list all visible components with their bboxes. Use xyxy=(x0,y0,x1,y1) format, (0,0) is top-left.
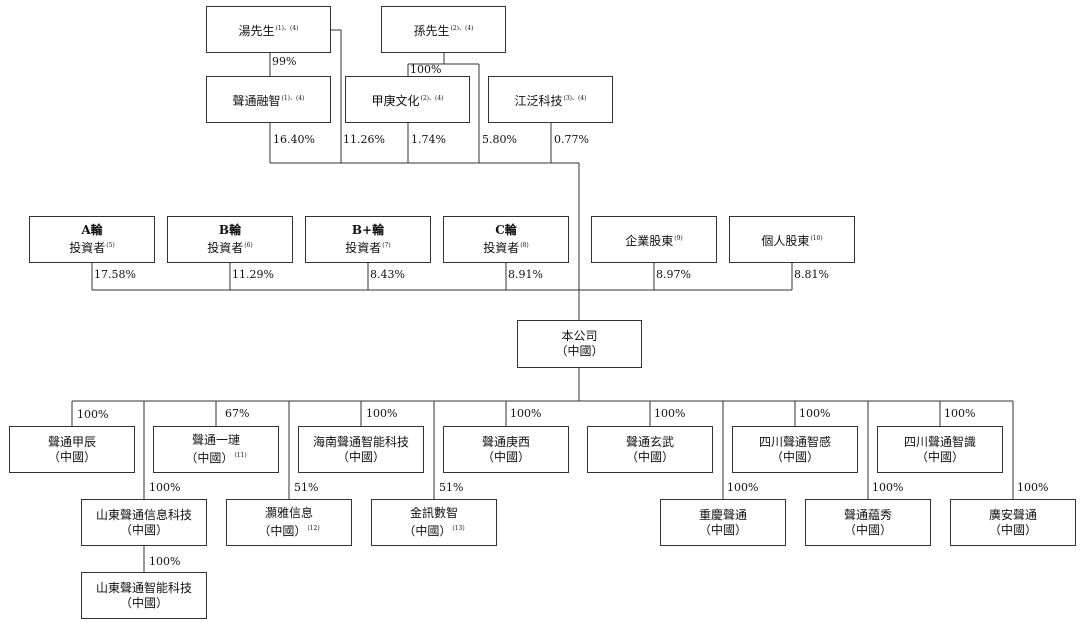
box-sub-chongqing-shengtong: 重慶聲通 （中國） xyxy=(660,499,786,546)
box-jiageng-wenhua: 甲庚文化(2)、(4) xyxy=(345,76,470,123)
box-c-round-investors: C輪 投資者(8) xyxy=(443,216,569,263)
box-corporate-shareholders: 企業股東(9) xyxy=(591,216,717,263)
pct-corporate: 8.97% xyxy=(656,268,691,281)
pct-jiangfan-company: 0.77% xyxy=(554,133,589,146)
pct-sub1: 100% xyxy=(77,408,109,421)
pct-c-round: 8.91% xyxy=(508,268,543,281)
pct-rongzhi-company: 16.40% xyxy=(273,133,315,146)
pct-sub9: 51% xyxy=(294,481,319,494)
box-sub-shengtong-jiachen: 聲通甲辰 （中國） xyxy=(9,426,135,473)
pct-sub13: 100% xyxy=(1017,481,1049,494)
pct-sub11: 100% xyxy=(727,481,759,494)
pct-jiageng-company: 1.74% xyxy=(411,133,446,146)
box-sub-shengtong-yunxiu: 聲通藴秀 （中國） xyxy=(805,499,931,546)
pct-sub8: 100% xyxy=(149,481,181,494)
box-sub-shengtong-gengxi: 聲通庚西 （中國） xyxy=(443,426,569,473)
box-bplus-round-investors: B+輪 投資者(7) xyxy=(305,216,431,263)
box-sub-shandong-smart-tech: 山東聲通智能科技 （中國） xyxy=(81,572,207,619)
box-sub-guangan-shengtong: 廣安聲通 （中國） xyxy=(950,499,1076,546)
pct-sub10: 51% xyxy=(439,481,464,494)
pct-sub5: 100% xyxy=(654,407,686,420)
box-mr-sun: 孫先生(2)、(4) xyxy=(381,6,506,53)
box-sub-sichuan-zhishi: 四川聲通智識 （中國） xyxy=(877,426,1003,473)
box-sub-haoya-info: 灝雅信息 （中國）(12) xyxy=(226,499,352,546)
pct-sub6: 100% xyxy=(799,407,831,420)
pct-sub12: 100% xyxy=(872,481,904,494)
box-sub-sichuan-zhigan: 四川聲通智感 （中國） xyxy=(732,426,858,473)
box-b-round-investors: B輪 投資者(6) xyxy=(167,216,293,263)
box-sub-jinxun-shuzhi: 金訊數智 （中國）(13) xyxy=(371,499,497,546)
box-sub-shandong-info-tech: 山東聲通信息科技 （中國） xyxy=(81,499,207,546)
box-sub-shengtong-yilian: 聲通一璉 （中國）(11) xyxy=(153,426,279,473)
pct-sub4: 100% xyxy=(510,407,542,420)
pct-sun-company: 5.80% xyxy=(482,133,517,146)
pct-tang-company: 11.26% xyxy=(343,133,385,146)
pct-a-round: 17.58% xyxy=(94,268,136,281)
box-sub-hainan-shengtong: 海南聲通智能科技 （中國） xyxy=(298,426,424,473)
pct-sub7: 100% xyxy=(944,407,976,420)
box-sub-shengtong-xuanwu: 聲通玄武 （中國） xyxy=(587,426,713,473)
box-individual-shareholders: 個人股東(10) xyxy=(729,216,855,263)
pct-individual: 8.81% xyxy=(794,268,829,281)
pct-sub14: 100% xyxy=(149,555,181,568)
pct-b-round: 11.29% xyxy=(232,268,274,281)
box-mr-tang: 湯先生(1)、(4) xyxy=(206,6,331,53)
box-company: 本公司 （中國） xyxy=(517,320,642,368)
box-shengtong-rongzhi: 聲通融智(1)、(4) xyxy=(206,76,331,123)
pct-sub2: 67% xyxy=(225,407,250,420)
pct-sub3: 100% xyxy=(366,407,398,420)
pct-sun-jiageng: 100% xyxy=(410,63,442,76)
box-a-round-investors: A輪 投資者(5) xyxy=(29,216,155,263)
pct-tang-rongzhi: 99% xyxy=(272,55,297,68)
box-jiangfan-keji: 江泛科技(3)、(4) xyxy=(488,76,613,123)
pct-bplus-round: 8.43% xyxy=(370,268,405,281)
